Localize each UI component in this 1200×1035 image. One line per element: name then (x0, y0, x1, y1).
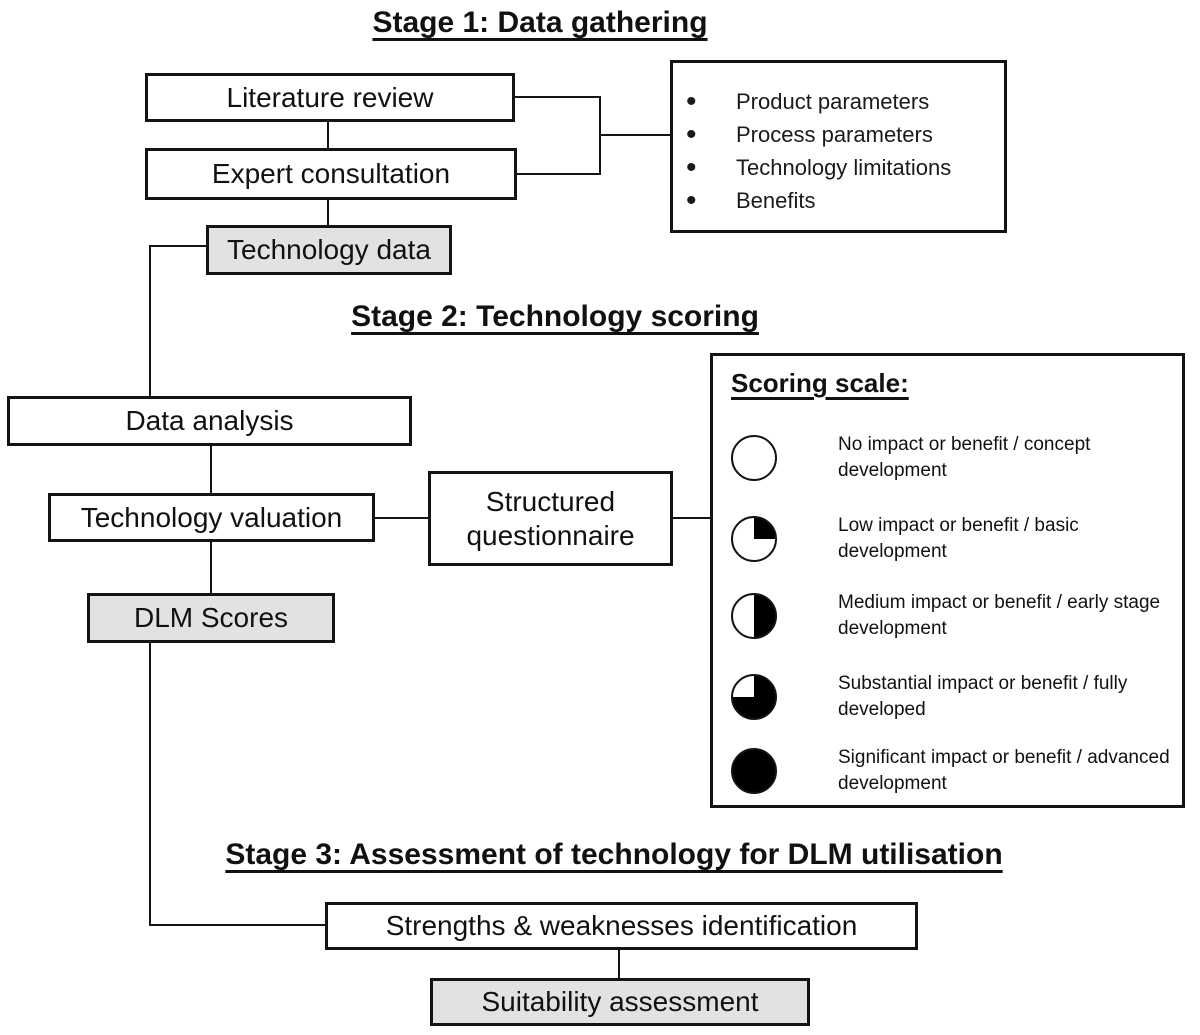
list-item: •Benefits (686, 184, 816, 217)
expert-consultation-label: Expert consultation (211, 158, 451, 190)
literature-review-box: Literature review (145, 73, 515, 122)
bullet-icon: • (686, 184, 697, 217)
suitability-assessment-label: Suitability assessment (481, 986, 759, 1018)
list-item: •Process parameters (686, 118, 933, 151)
technology-data-box: Technology data (206, 225, 452, 275)
pie-0-percent-icon (731, 435, 777, 481)
scale-item-label: Low impact or benefit / basic developmen… (838, 515, 1079, 562)
data-analysis-box: Data analysis (7, 396, 412, 446)
structured-questionnaire-box: Structured questionnaire (428, 471, 673, 566)
scale-item-label: Substantial impact or benefit / fully de… (838, 673, 1128, 720)
technology-valuation-box: Technology valuation (48, 493, 375, 542)
connector-questionnaire-to-scoring-panel (673, 517, 711, 519)
technology-valuation-label: Technology valuation (80, 501, 343, 533)
pie-75-percent-icon (731, 674, 777, 720)
connector-to-strengths-box (149, 924, 326, 926)
connector-expert-right-stub (516, 173, 601, 175)
stage1-title: Stage 1: Data gathering (372, 6, 708, 39)
connector-technology-data-to-data-analysis (149, 245, 151, 397)
suitability-assessment-box: Suitability assessment (430, 978, 810, 1026)
dlm-scores-label: DLM Scores (133, 602, 289, 634)
data-gathering-items-panel: •Product parameters •Process parameters … (670, 60, 1007, 233)
structured-questionnaire-label: Structured questionnaire (466, 485, 635, 551)
stage3-title: Stage 3: Assessment of technology for DL… (225, 838, 1003, 871)
dlm-scores-box: DLM Scores (87, 593, 335, 643)
connector-literature-to-expert (327, 122, 329, 149)
expert-consultation-box: Expert consultation (145, 148, 517, 200)
list-item: •Product parameters (686, 85, 930, 118)
scoring-scale-panel: Scoring scale: No impact or benefit / co… (710, 353, 1185, 808)
pie-100-percent-icon (731, 748, 777, 794)
connector-bracket-to-items-panel (600, 134, 671, 136)
scale-item-label: No impact or benefit / concept developme… (838, 434, 1091, 481)
strengths-weaknesses-box: Strengths & weaknesses identification (325, 902, 918, 950)
connector-dlm-scores-vertical (149, 643, 151, 926)
scoring-scale-title: Scoring scale: (731, 368, 909, 398)
list-item: •Technology limitations (686, 151, 952, 184)
connector-expert-to-technology-data (327, 200, 329, 226)
technology-data-label: Technology data (227, 234, 431, 266)
connector-data-analysis-to-valuation (210, 446, 212, 494)
bullet-icon: • (686, 85, 697, 118)
connector-technology-data-elbow-h (149, 245, 207, 247)
bullet-icon: • (686, 118, 697, 151)
connector-valuation-to-dlm-scores (210, 542, 212, 594)
pie-50-percent-icon (731, 593, 777, 639)
strengths-weaknesses-label: Strengths & weaknesses identification (385, 910, 858, 942)
data-gathering-item-list: •Product parameters •Process parameters … (686, 85, 951, 217)
pie-25-percent-icon (731, 516, 777, 562)
literature-review-label: Literature review (226, 81, 434, 113)
bullet-icon: • (686, 151, 697, 184)
scale-item-label: Medium impact or benefit / early stage d… (838, 592, 1161, 639)
connector-strengths-to-suitability (618, 950, 620, 979)
scale-item-label: Significant impact or benefit / advanced… (838, 747, 1170, 794)
connector-literature-right-stub (515, 96, 601, 98)
stage2-title: Stage 2: Technology scoring (351, 300, 759, 333)
data-analysis-label: Data analysis (125, 405, 294, 437)
connector-valuation-to-questionnaire (375, 517, 429, 519)
